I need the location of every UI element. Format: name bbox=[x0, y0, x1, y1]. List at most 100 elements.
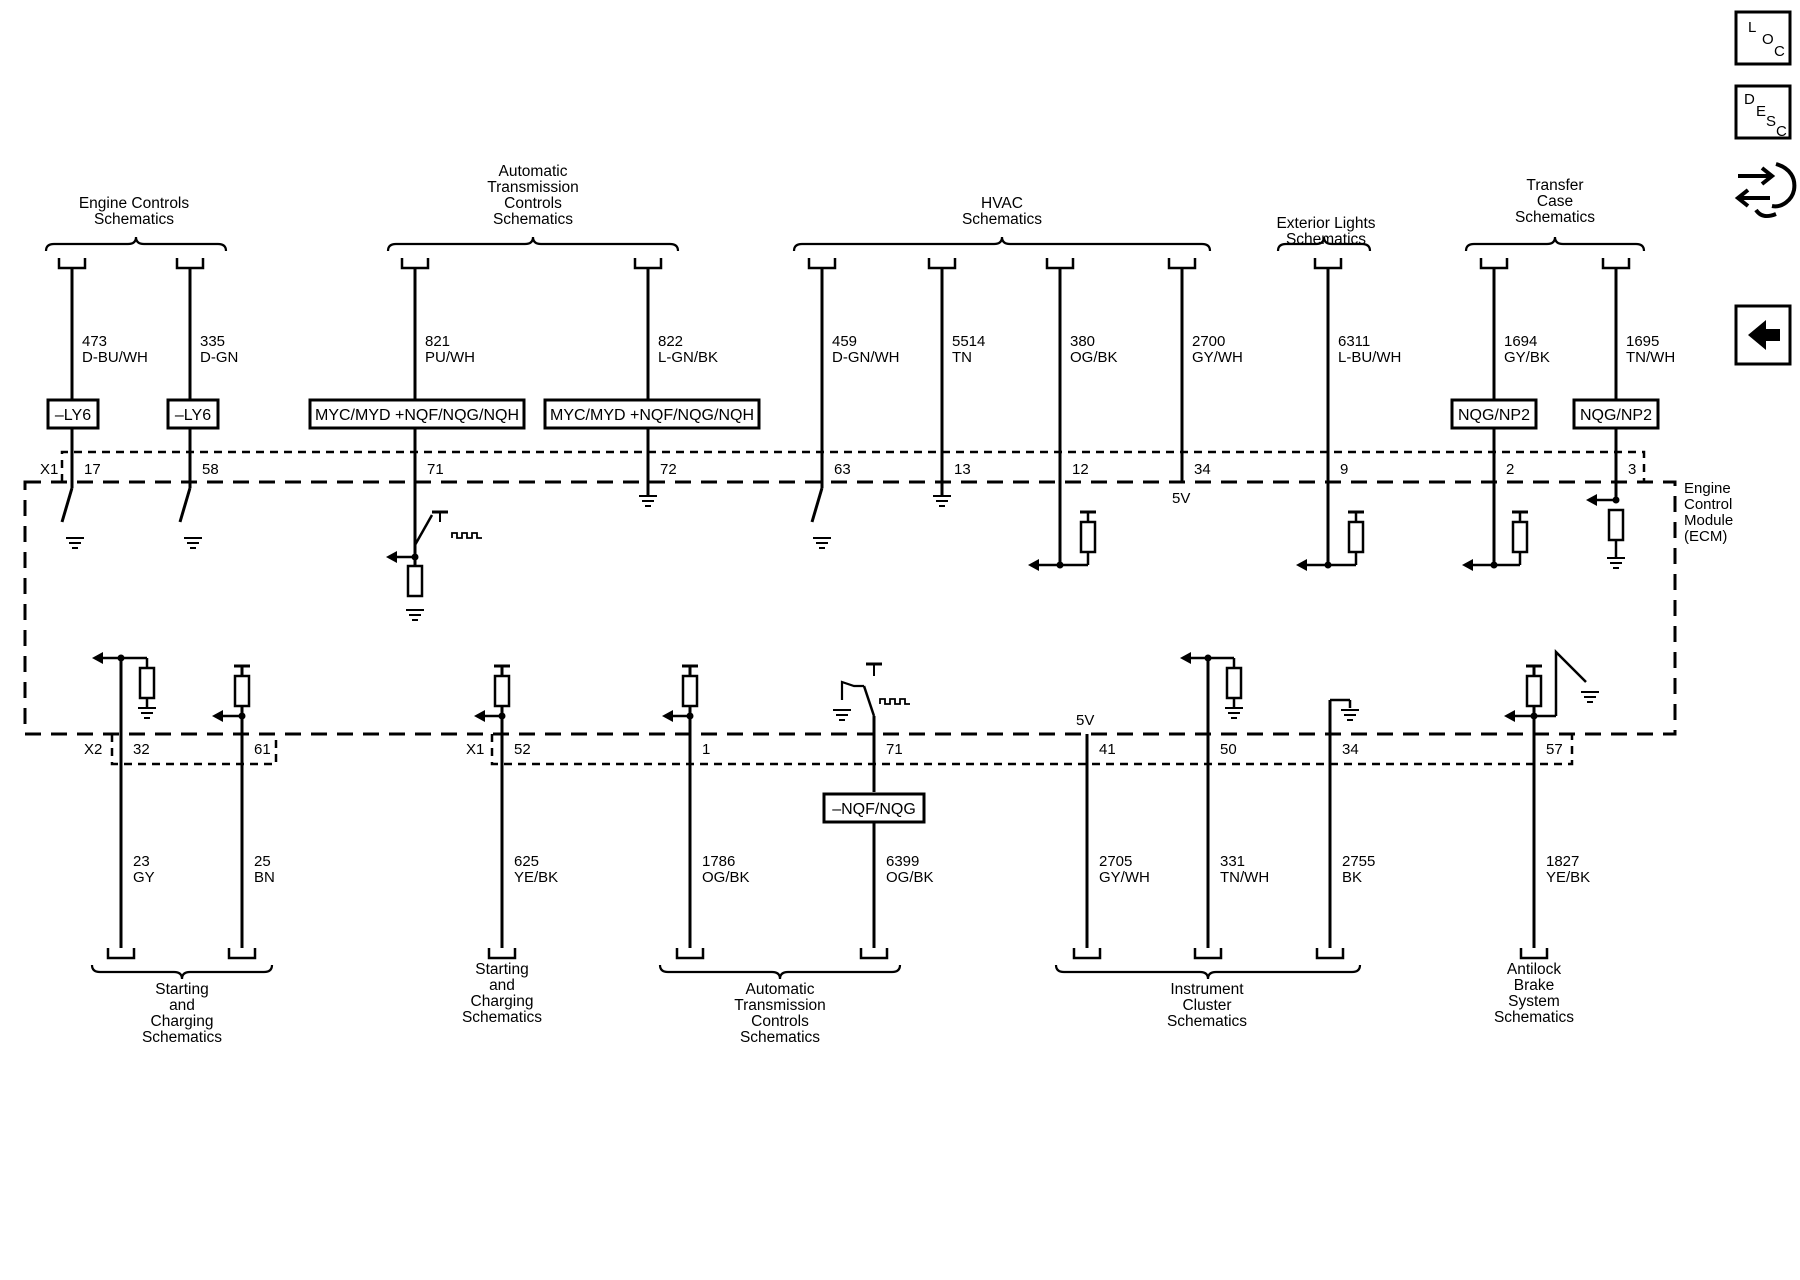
top-connector-icon bbox=[1601, 258, 1631, 270]
top-pin-number: 58 bbox=[202, 461, 219, 478]
top-group-label: Case bbox=[1537, 193, 1573, 210]
bottom-circuit-number: 6399 bbox=[886, 853, 919, 870]
desc-button-letter: D bbox=[1744, 91, 1755, 108]
bottom-pin-number: 1 bbox=[702, 741, 710, 758]
top-group-label: Schematics bbox=[1515, 209, 1595, 226]
top-group-label: Schematics bbox=[962, 211, 1042, 228]
top-option-box bbox=[1450, 398, 1538, 430]
x1-bottom-connector-strip bbox=[490, 734, 1574, 766]
top-circuit-number: 380 bbox=[1070, 333, 1095, 350]
ground-icon bbox=[406, 609, 424, 621]
bottom-group-label: Controls bbox=[751, 1013, 809, 1030]
pull-down-resistor-icon bbox=[138, 666, 156, 700]
switch-contact-icon bbox=[810, 487, 824, 523]
bottom-connector-icon bbox=[675, 948, 705, 960]
bottom-wire-color: YE/BK bbox=[1546, 869, 1590, 886]
ground-icon bbox=[933, 495, 951, 507]
top-wire-color: GY/BK bbox=[1504, 349, 1550, 366]
bottom-connector-icon bbox=[1519, 948, 1549, 960]
top-pin-number: 9 bbox=[1340, 461, 1348, 478]
bottom-pin-number: 34 bbox=[1342, 741, 1359, 758]
top-connector-icon bbox=[1479, 258, 1509, 270]
ecm-name-label: Module bbox=[1684, 512, 1733, 529]
top-group-label: Automatic bbox=[499, 163, 568, 180]
top-pin-number: 3 bbox=[1628, 461, 1636, 478]
bottom-group-label: and bbox=[169, 997, 195, 1014]
bottom-circuit-number: 1786 bbox=[702, 853, 735, 870]
signal-arrow-icon bbox=[1028, 559, 1039, 571]
ground-icon bbox=[1607, 557, 1625, 569]
loc-button[interactable] bbox=[1734, 10, 1792, 66]
top-option-box-label: NQG/NP2 bbox=[1580, 407, 1652, 424]
pull-down-resistor-icon bbox=[1607, 508, 1625, 542]
signal-arrow-icon bbox=[386, 551, 397, 563]
top-circuit-number: 821 bbox=[425, 333, 450, 350]
bottom-group-label: Instrument bbox=[1170, 981, 1244, 998]
bottom-group-label: Starting bbox=[475, 961, 528, 978]
bottom-group-label: Cluster bbox=[1182, 997, 1231, 1014]
bottom-group-brace bbox=[658, 964, 902, 980]
top-connector-icon bbox=[927, 258, 957, 270]
top-pin-number: 63 bbox=[834, 461, 851, 478]
ground-icon bbox=[1225, 707, 1243, 719]
ecm-name-label: Control bbox=[1684, 496, 1732, 513]
desc-button-letter: S bbox=[1766, 113, 1776, 130]
connector-x1-label: X1 bbox=[40, 461, 58, 478]
top-wire-color: D-GN bbox=[200, 349, 238, 366]
bottom-circuit-number: 331 bbox=[1220, 853, 1245, 870]
top-wire-color: D-BU/WH bbox=[82, 349, 148, 366]
signal-arrow-icon bbox=[1504, 710, 1515, 722]
top-circuit-number: 459 bbox=[832, 333, 857, 350]
bottom-group-label: Schematics bbox=[740, 1029, 820, 1046]
top-pin-number: 12 bbox=[1072, 461, 1089, 478]
top-connector-icon bbox=[1167, 258, 1197, 270]
top-pin-number: 2 bbox=[1506, 461, 1514, 478]
connector-tool-stroke bbox=[1738, 162, 1797, 209]
desc-button-letter: E bbox=[1756, 103, 1766, 120]
top-pin-number: 34 bbox=[1194, 461, 1211, 478]
bottom-connector-icon bbox=[106, 948, 136, 960]
top-pin-number: 71 bbox=[427, 461, 444, 478]
top-option-box bbox=[308, 398, 526, 430]
top-group-label: Controls bbox=[504, 195, 562, 212]
switch-contact-icon bbox=[862, 685, 876, 717]
top-option-box bbox=[166, 398, 220, 430]
ground-icon bbox=[1581, 691, 1599, 703]
top-group-label: HVAC bbox=[981, 195, 1023, 212]
switch-contact-icon bbox=[413, 514, 434, 546]
top-option-box bbox=[1572, 398, 1660, 430]
top-connector-icon bbox=[400, 258, 430, 270]
ecm-name-label: Engine bbox=[1684, 480, 1731, 497]
top-group-label: Schematics bbox=[94, 211, 174, 228]
pull-up-resistor-icon bbox=[1079, 520, 1097, 554]
x1-top-connector-strip bbox=[60, 450, 1646, 482]
bottom-circuit-number: 2755 bbox=[1342, 853, 1375, 870]
bottom-pin-number: 71 bbox=[886, 741, 903, 758]
bottom-option-box-label: –NQF/NQG bbox=[832, 801, 916, 818]
top-connector-icon bbox=[1313, 258, 1343, 270]
bottom-group-label: Starting bbox=[155, 981, 208, 998]
top-group-label: Schematics bbox=[493, 211, 573, 228]
top-group-brace bbox=[1464, 236, 1646, 252]
bottom-connector-icon bbox=[1315, 948, 1345, 960]
top-option-box-label: MYC/MYD +NQF/NQG/NQH bbox=[315, 407, 519, 424]
signal-arrow-icon bbox=[212, 710, 223, 722]
ecm-name-label: (ECM) bbox=[1684, 528, 1727, 545]
top-wire-color: OG/BK bbox=[1070, 349, 1118, 366]
bottom-wire-color: TN/WH bbox=[1220, 869, 1269, 886]
pull-up-resistor-icon bbox=[681, 674, 699, 708]
bottom-group-label: Schematics bbox=[1167, 1013, 1247, 1030]
top-wire-color: TN bbox=[952, 349, 972, 366]
top-option-box bbox=[46, 398, 100, 430]
ground-icon bbox=[833, 709, 851, 721]
signal-arrow-icon bbox=[1462, 559, 1473, 571]
desc-button[interactable] bbox=[1734, 84, 1792, 140]
bottom-connector-icon bbox=[487, 948, 517, 960]
top-connector-icon bbox=[1045, 258, 1075, 270]
top-group-brace bbox=[386, 236, 680, 252]
connector-tool-icon[interactable] bbox=[1734, 162, 1797, 219]
switch-contact-icon bbox=[178, 487, 192, 523]
top-group-label: Schematics bbox=[1286, 231, 1366, 248]
switch-contact-icon bbox=[60, 487, 74, 523]
ground-icon bbox=[639, 495, 657, 507]
